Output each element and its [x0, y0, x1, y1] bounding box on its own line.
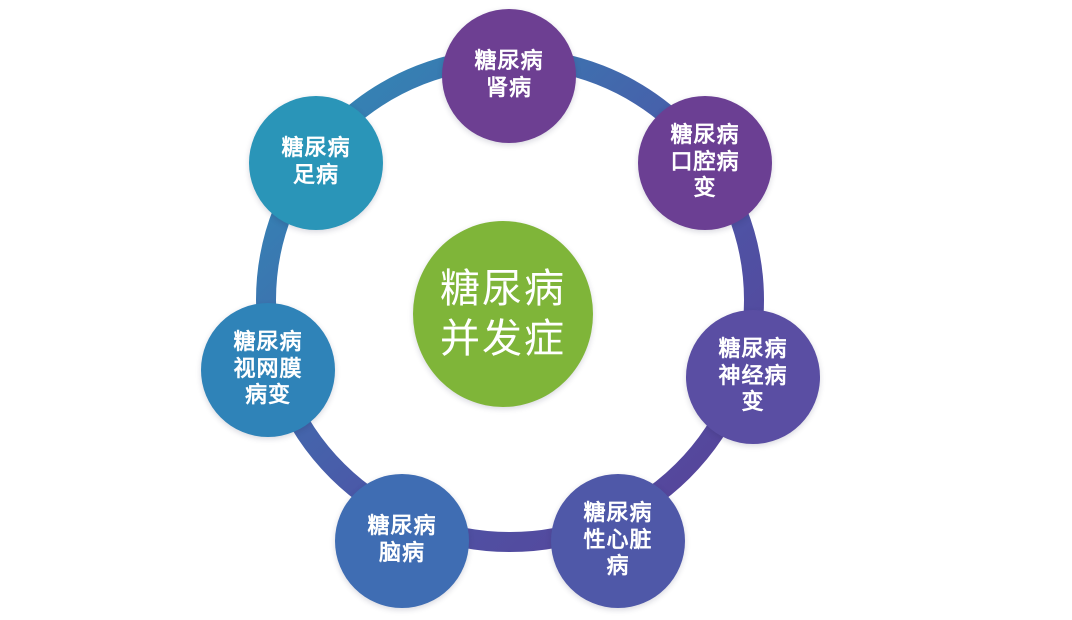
node-kidney: 糖尿病 肾病: [442, 9, 576, 143]
node-label-heart: 糖尿病 性心脏 病: [583, 500, 653, 580]
center-label: 糖尿病 并发症: [440, 266, 566, 362]
node-label-foot: 糖尿病 足病: [281, 136, 351, 188]
node-nerve: 糖尿病 神经病 变: [686, 310, 820, 444]
node-label-kidney: 糖尿病 肾病: [474, 49, 544, 101]
center-node: 糖尿病 并发症: [413, 221, 593, 407]
node-label-oral: 糖尿病 口腔病 变: [670, 122, 740, 202]
node-foot: 糖尿病 足病: [249, 96, 383, 230]
node-retina: 糖尿病 视网膜 病变: [201, 303, 335, 437]
node-brain: 糖尿病 脑病: [335, 474, 469, 608]
node-label-retina: 糖尿病 视网膜 病变: [233, 329, 303, 409]
node-label-nerve: 糖尿病 神经病 变: [718, 336, 788, 416]
node-oral: 糖尿病 口腔病 变: [638, 96, 772, 230]
node-label-brain: 糖尿病 脑病: [367, 514, 437, 566]
node-heart: 糖尿病 性心脏 病: [551, 474, 685, 608]
